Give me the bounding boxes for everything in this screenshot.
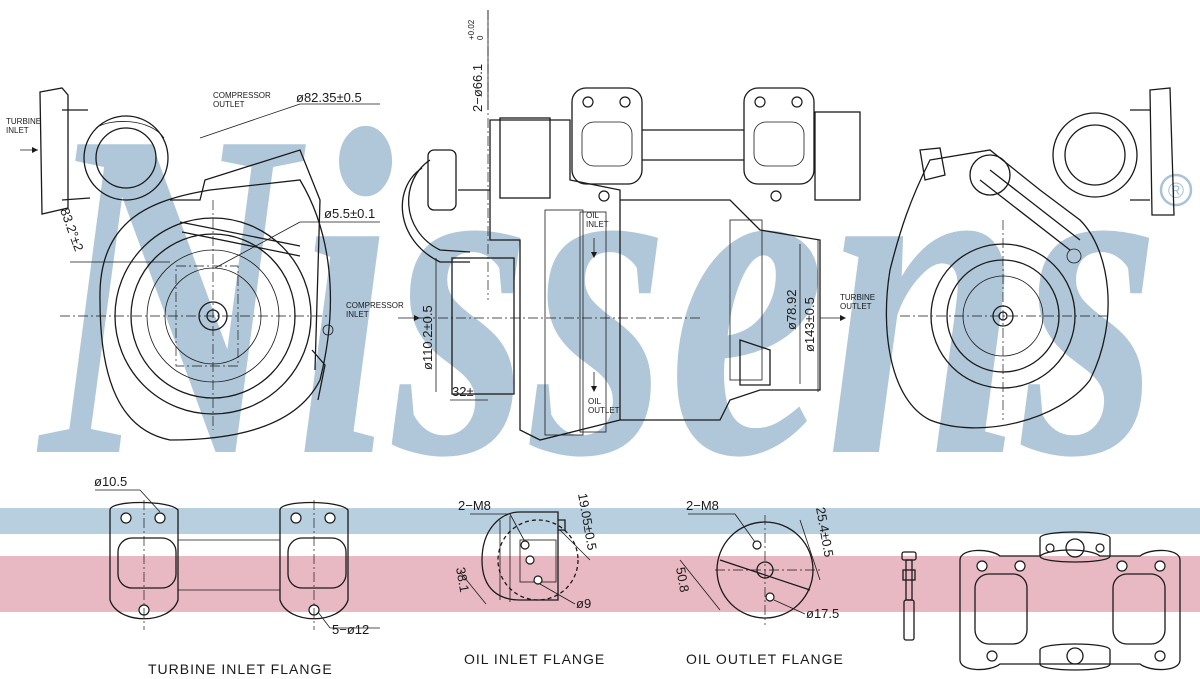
dim-5-5: ø5.5±0.1 <box>324 206 375 221</box>
oil-outlet-flange-title: OIL OUTLET FLANGE <box>686 651 844 667</box>
dim-2m8-b: 2−M8 <box>686 498 719 513</box>
dim-9: ø9 <box>576 596 591 611</box>
turbo-side-view-left <box>20 87 380 441</box>
oil-outlet-flange <box>679 513 821 625</box>
dim-5-12: 5−ø12 <box>332 622 369 637</box>
dim-143: ø143±0.5 <box>802 297 817 352</box>
dim-66-1-tol: +0.020 <box>467 19 485 40</box>
dim-110-2: ø110.2±0.5 <box>420 305 435 370</box>
dim-78-92: ø78.92 <box>784 290 799 330</box>
turbine-inlet-flange-title: TURBINE INLET FLANGE <box>148 661 333 677</box>
nissens-watermark: Nissens <box>34 33 1160 554</box>
dim-2m8-a: 2−M8 <box>458 498 491 513</box>
oil-inlet-flange-title: OIL INLET FLANGE <box>464 651 605 667</box>
trademark-label: ® <box>1168 178 1184 203</box>
oil-pipe-part <box>901 551 917 641</box>
manifold-gasket <box>959 531 1181 671</box>
pink-band <box>0 556 1200 612</box>
dim-50-8: 50.8 <box>673 566 692 594</box>
dim-10-5: ø10.5 <box>94 474 127 489</box>
trademark-symbol: ® <box>1159 173 1193 207</box>
turbo-front-view <box>398 10 861 441</box>
blue-band <box>0 508 1200 534</box>
turbo-side-view-right <box>885 87 1175 429</box>
dim-38-1: 38.1 <box>453 566 472 594</box>
dim-66-1: 2−ø66.1 <box>470 64 485 112</box>
turbine-inlet-flange <box>95 489 380 630</box>
dim-32: 32± <box>452 384 474 399</box>
dim-82-35: ø82.35±0.5 <box>296 90 362 105</box>
oil-inlet-flange <box>459 511 591 605</box>
dim-17-5: ø17.5 <box>806 606 839 621</box>
